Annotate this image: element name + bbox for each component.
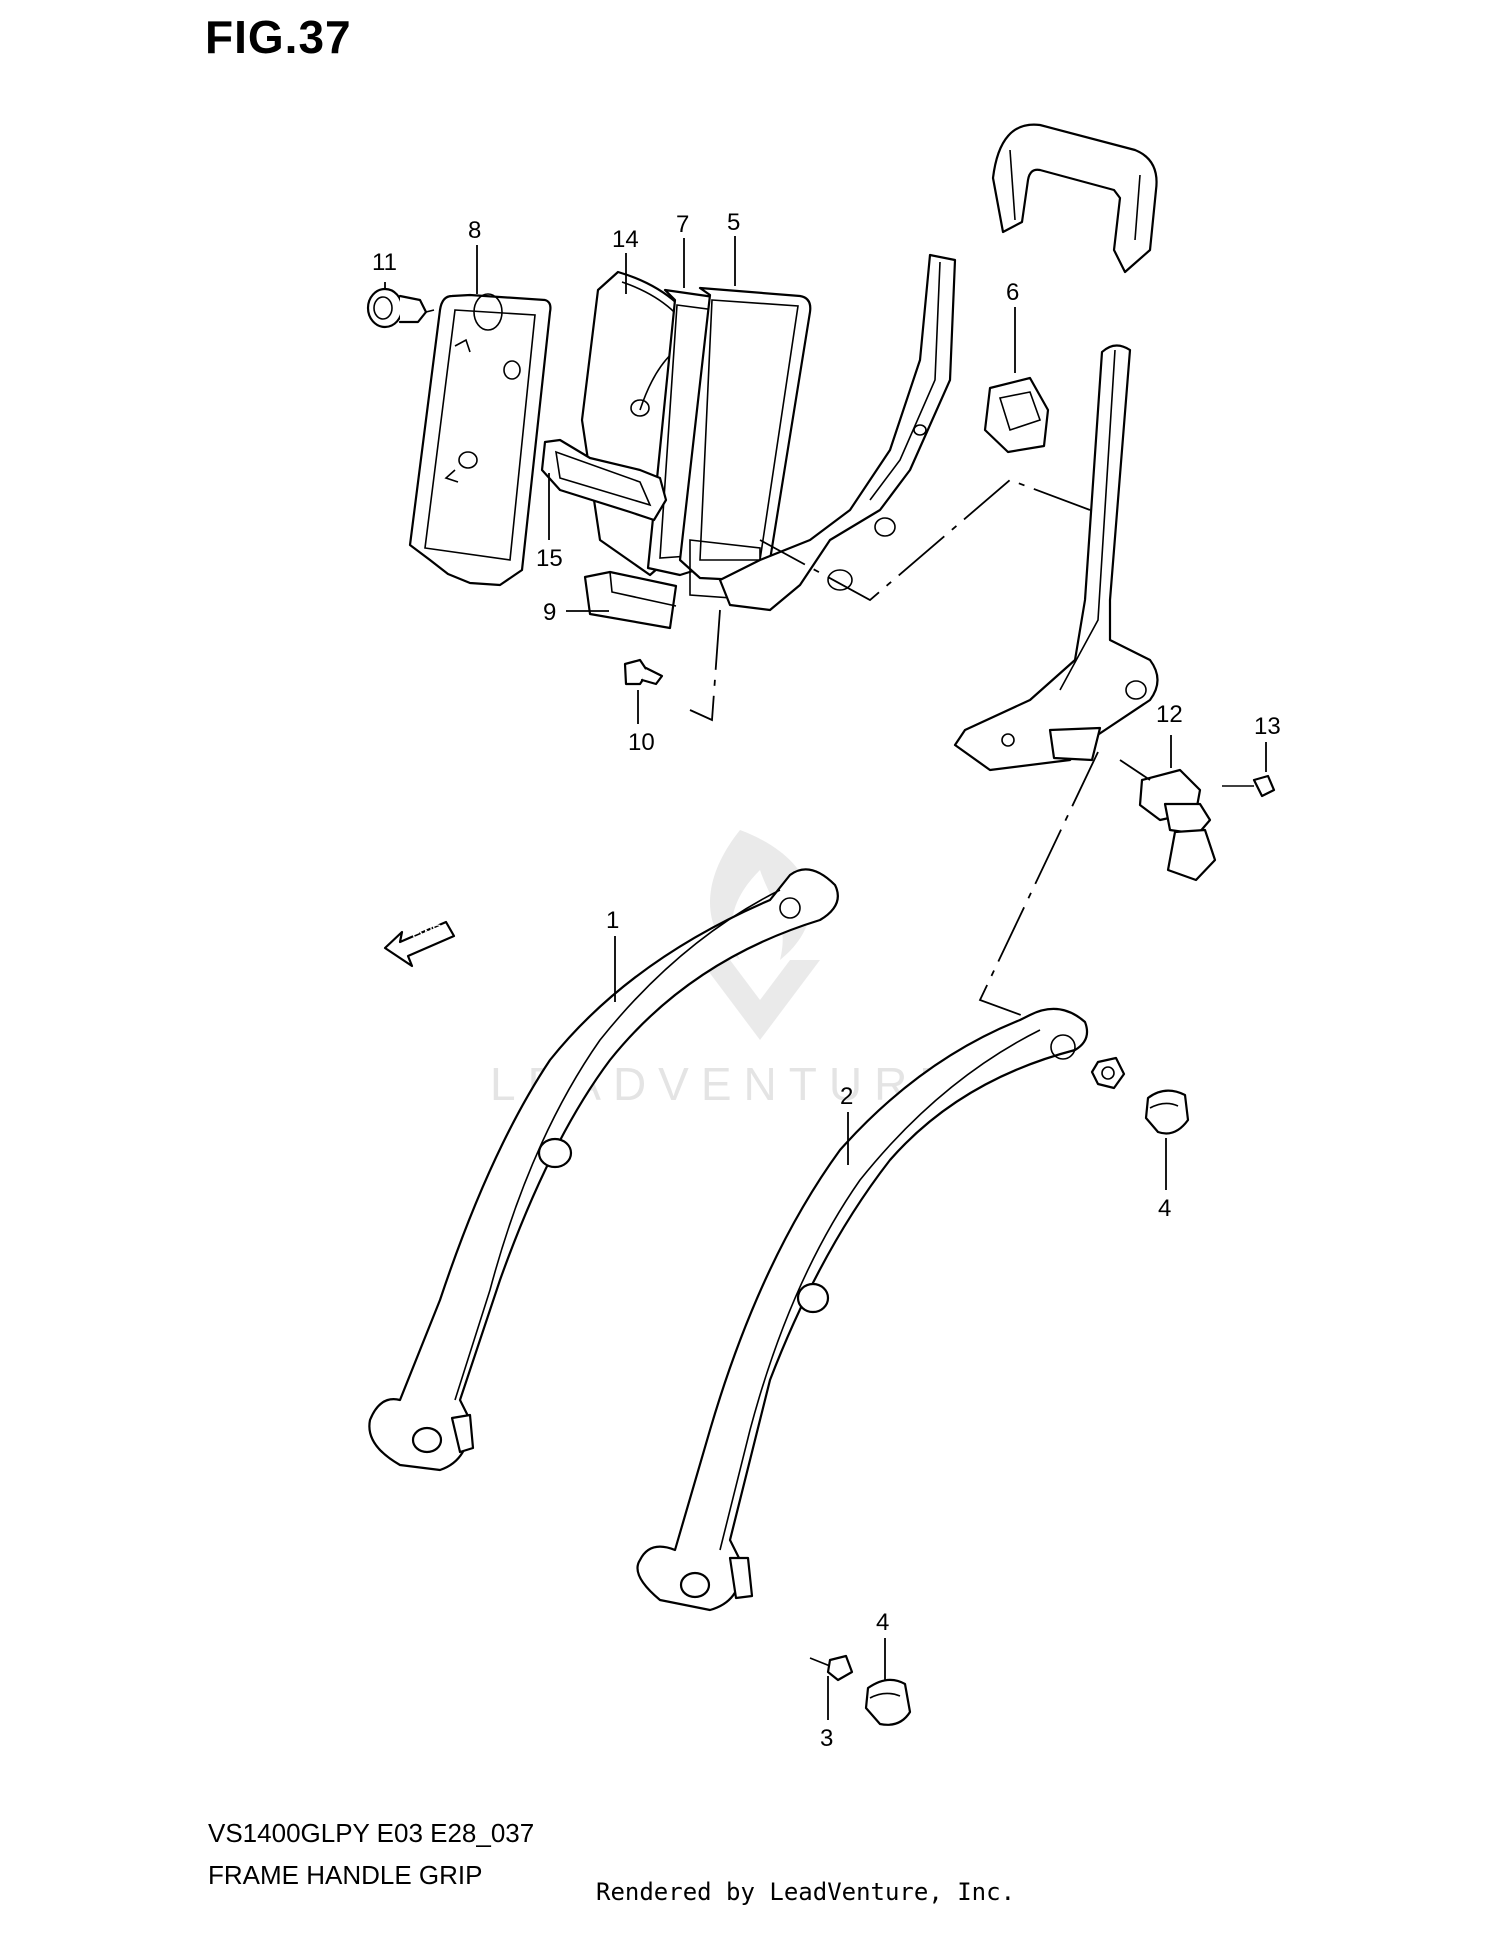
section-name: FRAME HANDLE GRIP: [208, 1860, 483, 1890]
callout-11: 11: [372, 249, 397, 276]
figure-title: FIG.37: [205, 11, 352, 63]
callout-13: 13: [1254, 713, 1281, 740]
callout-15: 15: [536, 545, 563, 572]
part-10-bolt: [623, 658, 664, 686]
callout-6: 6: [1006, 279, 1019, 306]
part-2-rail-right: [636, 1007, 1089, 1612]
callout-7: 7: [676, 211, 689, 238]
callout-4-upper: 4: [1158, 1195, 1171, 1222]
callout-10: 10: [628, 729, 655, 756]
callout-2: 2: [840, 1083, 853, 1110]
nut: [1090, 1056, 1126, 1090]
part-13-screw: [1222, 774, 1276, 798]
part-1-rail-left: [368, 868, 839, 1472]
fwd-direction-marker: FWD: [383, 920, 456, 968]
callout-12: 12: [1156, 701, 1183, 728]
backrest-frame: [953, 344, 1159, 772]
part-15-bracket: [540, 438, 668, 522]
part-3-screw: [809, 1654, 854, 1682]
callout-5: 5: [727, 209, 740, 236]
callout-4-lower: 4: [876, 1609, 889, 1636]
part-9-block: [583, 570, 678, 630]
callout-9: 9: [543, 599, 556, 626]
part-12-switch: [1138, 768, 1217, 882]
model-code: VS1400GLPY E03 E28_037: [208, 1818, 535, 1848]
lamp-bracket: [718, 253, 957, 612]
part-6-cushion: [983, 376, 1050, 454]
part-8-lens-cover: [408, 293, 552, 587]
render-credit: Rendered by LeadVenture, Inc.: [596, 1878, 1016, 1906]
callout-1: 1: [606, 907, 619, 934]
callout-3: 3: [820, 1725, 833, 1752]
callout-8: 8: [468, 217, 481, 244]
part-4-cap-upper: [1144, 1089, 1190, 1135]
handle-grip-top: [991, 123, 1158, 274]
part-4-cap-lower: [864, 1678, 912, 1726]
part-11-bulb: [366, 287, 435, 329]
callout-14: 14: [612, 226, 639, 253]
